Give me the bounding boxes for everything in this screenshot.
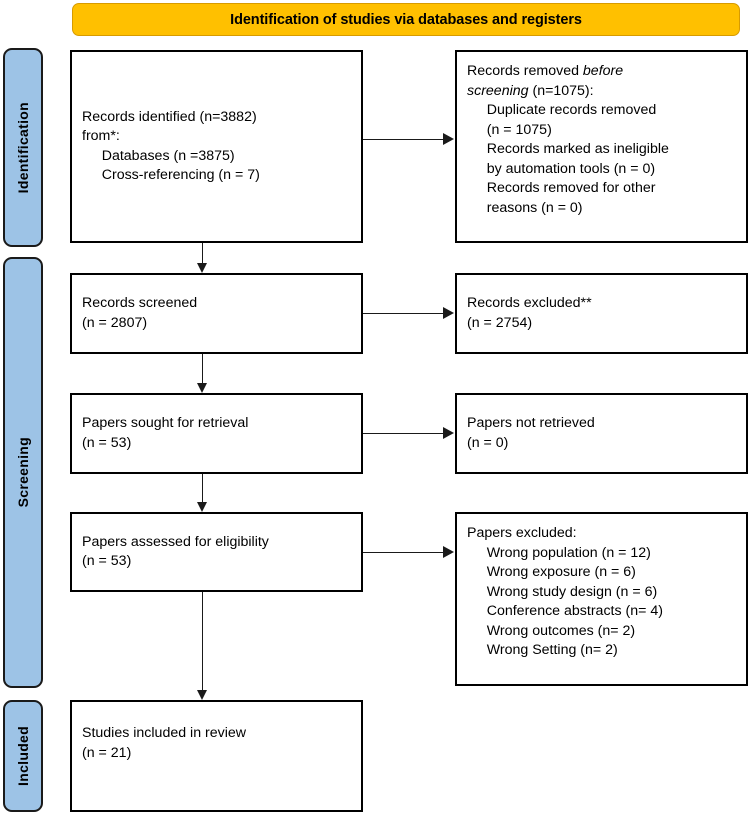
connector-identified-to-removed xyxy=(363,139,443,140)
box-records-identified-text: Records identified (n=3882) from*: Datab… xyxy=(82,108,260,184)
box-papers-sought-text: Papers sought for retrieval (n = 53) xyxy=(82,415,249,451)
box-records-identified: Records identified (n=3882) from*: Datab… xyxy=(70,50,363,243)
connector-assessed-to-included xyxy=(202,592,203,690)
rail-screening: Screening xyxy=(3,257,43,688)
box-papers-not-retrieved: Papers not retrieved (n = 0) xyxy=(455,393,748,474)
rail-label-included: Included xyxy=(15,726,31,786)
box-records-excluded: Records excluded** (n = 2754) xyxy=(455,273,748,354)
connector-identified-to-screened xyxy=(202,243,203,265)
box-records-screened-text: Records screened (n = 2807) xyxy=(82,295,198,331)
connector-screened-to-sought xyxy=(202,354,203,383)
phase-banner-identification: Identification of studies via databases … xyxy=(72,3,740,36)
box-records-excluded-text: Records excluded** (n = 2754) xyxy=(467,295,592,331)
arrowhead-screened-to-excluded xyxy=(443,307,454,319)
box-papers-not-retrieved-text: Papers not retrieved (n = 0) xyxy=(467,415,595,451)
box-papers-sought: Papers sought for retrieval (n = 53) xyxy=(70,393,363,474)
connector-screened-to-excluded xyxy=(363,313,443,314)
box-studies-included-text: Studies included in review (n = 21) xyxy=(82,725,247,761)
connector-assessed-to-excluded xyxy=(363,552,443,553)
arrowhead-sought-to-assessed xyxy=(197,502,207,512)
arrowhead-screened-to-sought xyxy=(197,383,207,393)
rail-label-screening: Screening xyxy=(15,437,31,508)
box-papers-excluded: Papers excluded: Wrong population (n = 1… xyxy=(455,512,748,686)
box-studies-included: Studies included in review (n = 21) xyxy=(70,700,363,812)
connector-sought-to-not-retrieved xyxy=(363,433,443,434)
box-papers-assessed-text: Papers assessed for eligibility (n = 53) xyxy=(82,533,269,570)
rail-label-identification: Identification xyxy=(15,101,31,194)
connector-sought-to-assessed xyxy=(202,474,203,502)
rail-included: Included xyxy=(3,700,43,812)
arrowhead-identified-to-removed xyxy=(443,133,454,145)
arrowhead-assessed-to-excluded xyxy=(443,546,454,558)
rail-identification: Identification xyxy=(3,48,43,247)
arrowhead-assessed-to-included xyxy=(197,690,207,700)
box-records-screened: Records screened (n = 2807) xyxy=(70,273,363,354)
arrowhead-sought-to-not-retrieved xyxy=(443,427,454,439)
box-papers-excluded-text: Papers excluded: Wrong population (n = 1… xyxy=(467,525,663,658)
phase-banner-label: Identification of studies via databases … xyxy=(230,11,582,28)
box-papers-assessed: Papers assessed for eligibility (n = 53) xyxy=(70,512,363,592)
arrowhead-identified-to-screened xyxy=(197,263,207,273)
box-records-removed: Records removed before screening (n=1075… xyxy=(455,50,748,243)
box-records-removed-text: Records removed before screening (n=1075… xyxy=(467,63,669,216)
